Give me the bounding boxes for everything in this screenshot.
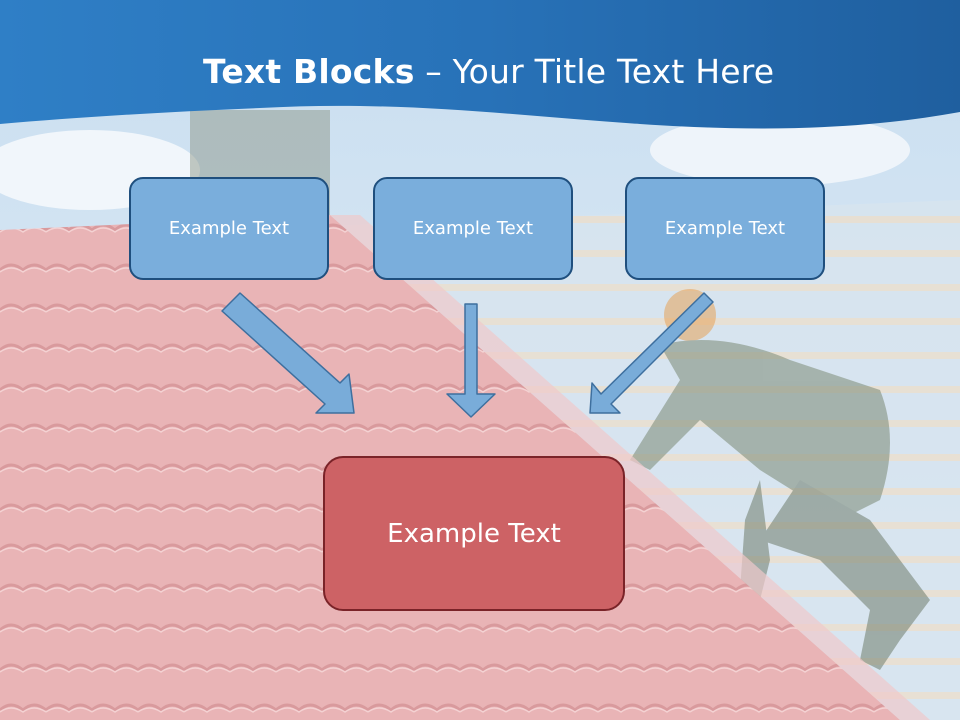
arrow-right xyxy=(589,292,714,414)
text-block-2: Example Text xyxy=(373,177,573,280)
arrow-center xyxy=(446,303,496,418)
text-block-2-label: Example Text xyxy=(412,218,534,239)
title-rest: Your Title Text Here xyxy=(452,52,775,91)
roof-edge xyxy=(330,215,930,720)
title-bold: Text Blocks xyxy=(203,52,415,91)
arrow-left xyxy=(221,292,355,414)
main-text-block: Example Text xyxy=(323,456,625,611)
page-title: Text Blocks – Your Title Text Here xyxy=(203,52,774,91)
main-text-block-label: Example Text xyxy=(387,518,561,549)
title-dash: – xyxy=(414,52,453,91)
text-block-1-label: Example Text xyxy=(168,218,290,239)
text-block-3-label: Example Text xyxy=(664,218,786,239)
header-band xyxy=(0,0,960,129)
text-block-3: Example Text xyxy=(625,177,825,280)
text-block-1: Example Text xyxy=(129,177,329,280)
cloud xyxy=(650,114,910,186)
